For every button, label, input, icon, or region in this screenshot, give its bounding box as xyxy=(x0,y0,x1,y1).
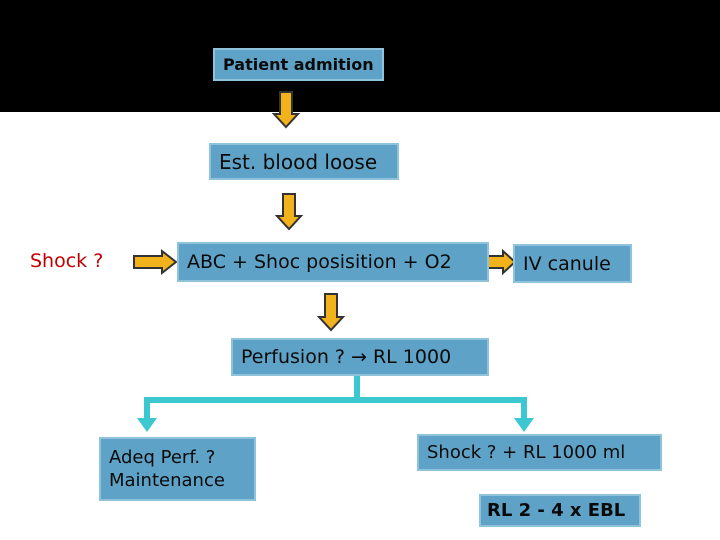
abc-box: ABC + Shoc posisition + O2 xyxy=(177,242,489,282)
adeq-label-line2: Maintenance xyxy=(109,470,225,491)
arrow-abc-to-perfusion xyxy=(316,293,346,332)
perfusion-label: Perfusion ? → RL 1000 xyxy=(241,346,452,368)
branch-connector xyxy=(137,374,534,432)
shock-rl-box: Shock ? + RL 1000 ml xyxy=(417,434,662,471)
shock-question-label: Shock ? xyxy=(30,250,104,272)
admission-box: Patient admition xyxy=(213,48,384,81)
blood-loss-box: Est. blood loose xyxy=(209,143,399,180)
adeq-box: Adeq Perf. ? Maintenance xyxy=(99,437,256,501)
abc-label: ABC + Shoc posisition + O2 xyxy=(187,251,452,273)
iv-label: IV canule xyxy=(523,252,611,275)
ebl-box: RL 2 - 4 x EBL xyxy=(479,494,641,527)
adeq-label-line1: Adeq Perf. ? xyxy=(109,446,216,468)
ebl-label: RL 2 - 4 x EBL xyxy=(487,500,626,521)
admission-label: Patient admition xyxy=(223,55,374,74)
iv-box: IV canule xyxy=(513,244,632,283)
blood-loss-label: Est. blood loose xyxy=(219,149,378,174)
arrow-shock-to-abc xyxy=(133,248,178,276)
arrow-bloodloss-to-abc xyxy=(274,193,304,231)
arrow-admission-to-bloodloss xyxy=(271,91,301,129)
perfusion-box: Perfusion ? → RL 1000 xyxy=(231,338,489,376)
shock-rl-label: Shock ? + RL 1000 ml xyxy=(427,442,626,463)
